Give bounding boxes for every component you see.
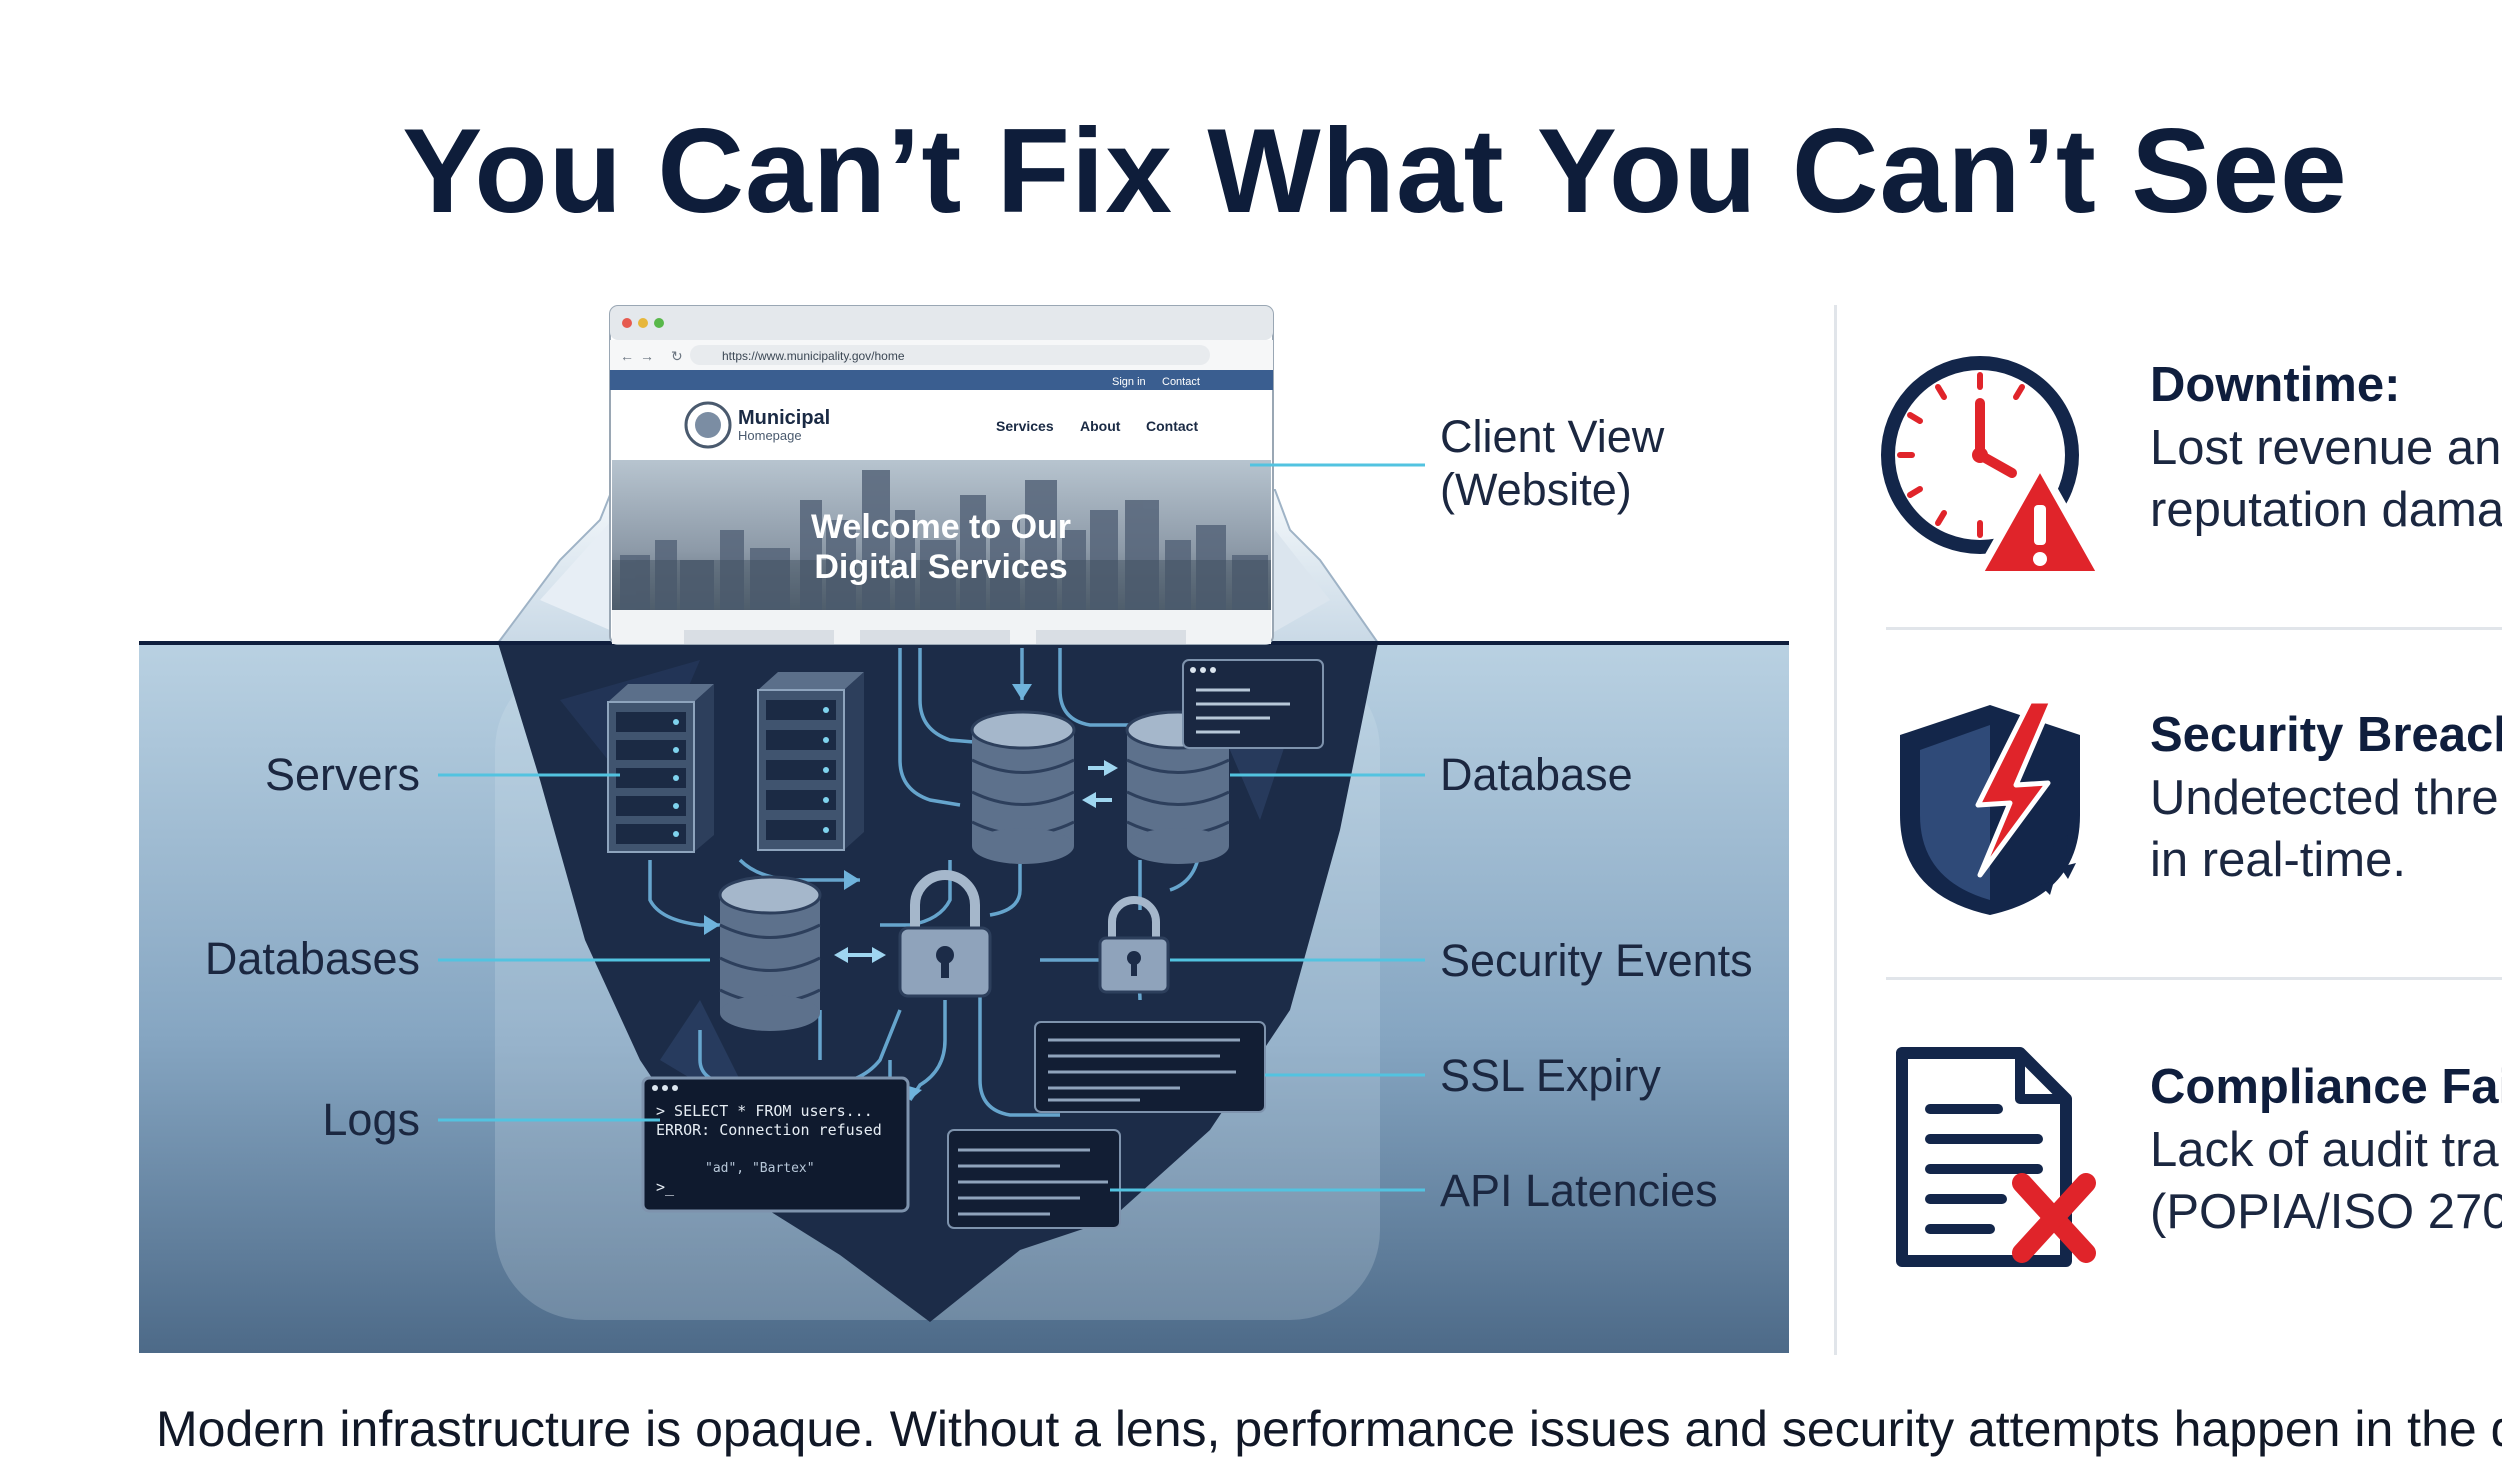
callout-lines — [438, 463, 1425, 1192]
label-ssl-expiry: SSL Expiry — [1440, 1050, 1661, 1101]
risk-desc-downtime: Lost revenue an reputation dama — [2150, 417, 2502, 541]
top-link-contact[interactable]: Contact — [1162, 376, 1200, 388]
horizontal-divider — [1886, 627, 2502, 630]
risk-desc-line: in real-time. — [2150, 833, 2406, 887]
city-skyline — [620, 470, 1268, 610]
terminal-prompt: >_ — [656, 1178, 675, 1196]
hero-line-1: Welcome to Our — [811, 508, 1071, 546]
risk-desc-line: (POPIA/ISO 270 — [2150, 1185, 2502, 1239]
window-controls — [622, 318, 664, 328]
top-link-sign-in[interactable]: Sign in — [1112, 376, 1146, 388]
server-rack-2 — [757, 672, 864, 851]
nav-about[interactable]: About — [1080, 418, 1121, 434]
page-title: You Can’t Fix What You Can’t See — [402, 104, 2348, 238]
risk-desc-line: Undetected thre — [2150, 771, 2499, 825]
risk-desc-line: Lack of audit tra — [2150, 1123, 2499, 1177]
logo-title: Municipal — [738, 407, 830, 429]
reload-icon[interactable]: ↻ — [671, 348, 683, 364]
label-api-latencies: API Latencies — [1440, 1165, 1718, 1216]
address-url: https://www.municipality.gov/home — [722, 349, 905, 363]
risk-title-compliance: Compliance Fai — [2150, 1060, 2502, 1114]
padlock-small-icon — [1098, 896, 1170, 994]
padlock-icon — [898, 870, 992, 998]
risk-desc-line: reputation dama — [2150, 483, 2502, 537]
clock-warning-icon — [1881, 356, 2106, 579]
horizontal-divider — [1886, 977, 2502, 980]
nav-services[interactable]: Services — [996, 418, 1054, 434]
document-x-icon — [1896, 1047, 2096, 1267]
risk-desc-line: Lost revenue an — [2150, 421, 2502, 475]
risk-desc-compliance: Lack of audit tra (POPIA/ISO 270 — [2150, 1119, 2502, 1243]
municipal-seal-logo — [684, 401, 732, 449]
log-terminal: > SELECT * FROM users... ERROR: Connecti… — [641, 1076, 910, 1213]
database-stack-1 — [970, 710, 1076, 864]
label-logs: Logs — [322, 1094, 420, 1145]
label-databases: Databases — [205, 933, 420, 984]
browser-window: ← → ↻ https://www.municipality.gov/home … — [609, 305, 1274, 645]
label-client-view: Client View — [1440, 411, 1665, 462]
terminal-line-1: > SELECT * FROM users... — [656, 1102, 873, 1120]
database-stack-3 — [718, 875, 822, 1031]
server-rack-1 — [607, 684, 714, 853]
vertical-divider — [1834, 305, 1837, 1355]
address-bar[interactable] — [690, 345, 1210, 365]
label-servers: Servers — [265, 749, 420, 800]
risk-downtime: Downtime: Lost revenue an reputation dam… — [1880, 345, 2502, 645]
label-client-view-sub: (Website) — [1440, 464, 1632, 515]
code-window-bottom — [947, 1129, 1121, 1229]
label-database: Database — [1440, 749, 1633, 800]
risk-desc-security-breach: Undetected thre in real-time. — [2150, 767, 2502, 891]
forward-arrow-icon[interactable]: → — [640, 348, 654, 364]
risk-title-security-breach: Security Breach — [2150, 708, 2502, 762]
logo-subtitle: Homepage — [738, 428, 802, 443]
risk-title-downtime: Downtime: — [2150, 358, 2401, 412]
nav-contact[interactable]: Contact — [1146, 418, 1198, 434]
code-window-top — [1182, 659, 1324, 749]
code-window-right — [1034, 1021, 1266, 1113]
risk-security-breach: Security Breach Undetected thre in real-… — [1880, 695, 2502, 995]
terminal-line-3: "ad", "Bartex" — [705, 1161, 815, 1176]
terminal-line-2: ERROR: Connection refused — [656, 1121, 882, 1139]
broken-shield-icon — [1900, 698, 2080, 915]
hero-line-2: Digital Services — [814, 548, 1067, 586]
risk-compliance: Compliance Fai Lack of audit tra (POPIA/… — [1880, 1047, 2502, 1347]
footer-text: Modern infrastructure is opaque. Without… — [156, 1401, 2502, 1457]
iceberg-diagram: > SELECT * FROM users... ERROR: Connecti… — [139, 305, 1789, 1353]
back-arrow-icon[interactable]: ← — [620, 348, 634, 364]
label-security-events: Security Events — [1440, 935, 1753, 986]
